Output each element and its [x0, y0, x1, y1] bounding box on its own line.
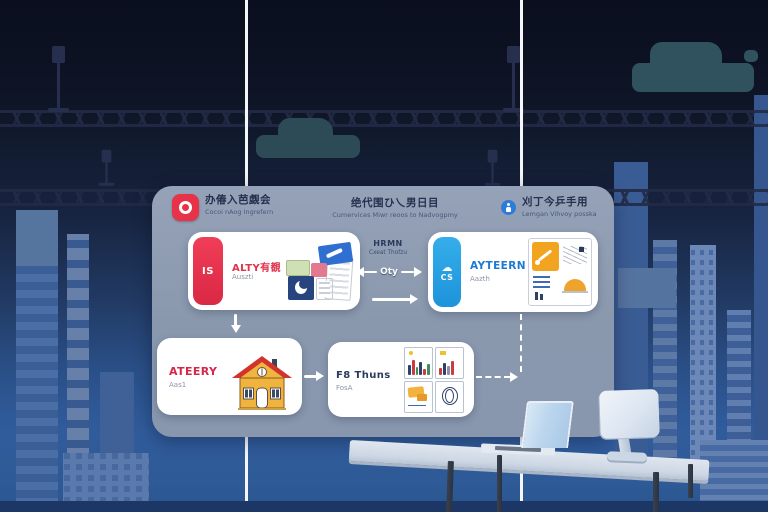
globe-icon [435, 381, 464, 413]
pink-card [311, 263, 327, 277]
white-guide-line-left-bottom [245, 436, 248, 506]
car-silhouette-right [632, 42, 758, 92]
box-title: AYTEERN [470, 260, 526, 272]
tab-cs: ☁ CS [433, 237, 461, 307]
box-title: ATEERY [169, 365, 218, 378]
dome-sketch-icon [561, 273, 588, 302]
building-right-5 [754, 95, 768, 462]
connector-title: HRMN [373, 239, 403, 248]
streetlight-icon [503, 46, 524, 112]
connector-subtitle: Cxeat Thofzu [368, 250, 408, 256]
green-card [286, 260, 310, 276]
folder-icon [404, 381, 433, 413]
house-icon [231, 355, 293, 411]
box-title: ALTY有覩 [232, 263, 281, 274]
laptop-screen [521, 401, 574, 448]
flow-box-top-left: IS ALTY有覩 Auszti [188, 232, 360, 310]
header-subtitle: Cumervices Miwr reoos to Nadvogpmy [332, 211, 458, 219]
box-subtitle: Auszti [232, 273, 254, 281]
bar-chart-icon [404, 347, 433, 379]
navy-card [288, 276, 314, 300]
target-icon [172, 194, 199, 221]
flowchart-panel: 办偆入芭觑会 Cocoi nAog Ingrefern 绝代围ひ乀男日目 Cum… [152, 186, 614, 437]
box-subtitle: FosA [336, 384, 353, 392]
box-title: F8 Thuns [336, 370, 391, 381]
tab-is: IS [193, 237, 223, 305]
box-subtitle: Aas1 [169, 381, 187, 389]
building-right-lower [700, 440, 768, 506]
white-guide-line-left-top [245, 0, 248, 188]
cloud-icon: ☁ [441, 260, 453, 274]
desk-leg [497, 455, 502, 512]
box-subtitle: Aazth [470, 275, 490, 283]
streetlight-icon [48, 46, 69, 112]
arrow-label: Oty [380, 267, 398, 277]
sketch-card [528, 238, 592, 306]
building-right-patch [618, 268, 676, 308]
map-sketch-icon [561, 242, 588, 271]
flow-box-bottom-left: ATEERY Aas1 [157, 338, 302, 415]
building-left-slats-cap [16, 210, 58, 266]
charts-grid [404, 347, 464, 413]
white-guide-line-right-bottom [520, 436, 523, 506]
person-icon [501, 200, 516, 215]
desk-leg [653, 472, 659, 512]
streetlight-icon [484, 149, 501, 186]
text-bars-icon [532, 273, 559, 302]
truss-bridge-upper [0, 110, 768, 127]
double-arrow-icon: Oty [356, 266, 423, 278]
tab-label: IS [202, 265, 214, 277]
streetlight-icon [98, 149, 115, 186]
monitor-base [606, 451, 648, 462]
bar-chart-icon [435, 347, 464, 379]
document-stack-icon [286, 241, 354, 302]
desk-leg [688, 464, 693, 498]
pen-icon [532, 242, 559, 271]
header-title: 刈丁今乒手用 [522, 196, 588, 208]
header-item-1: 办偆入芭觑会 Cocoi nAog Ingrefern [172, 194, 273, 221]
building-left-base [58, 448, 154, 506]
text-card [316, 278, 333, 300]
car-silhouette-center [256, 118, 360, 158]
header-title: 办偆入芭觑会 [205, 194, 271, 206]
header-item-3: 刈丁今乒手用 Lemgan Vihvoy posska [501, 196, 597, 218]
header-subtitle: Lemgan Vihvoy posska [522, 210, 597, 218]
monitor-screen [599, 388, 660, 440]
header-subtitle: Cocoi nAog Ingrefern [205, 208, 274, 216]
building-right-4 [722, 140, 756, 462]
header-title: 绝代围ひ乀男日目 [351, 197, 439, 209]
flow-box-top-right: ☁ CS AYTEERN Aazth [428, 232, 598, 312]
floor [0, 501, 768, 512]
white-guide-line-right-top [520, 0, 523, 188]
building-right-3 [686, 225, 720, 462]
flow-box-bottom-middle: F8 Thuns FosA [328, 342, 474, 417]
header-item-2: 绝代围ひ乀男日目 Cumervices Miwr reoos to Nadvog… [320, 197, 470, 219]
building-left-tower [62, 228, 94, 506]
tab-label: CS [440, 272, 454, 282]
